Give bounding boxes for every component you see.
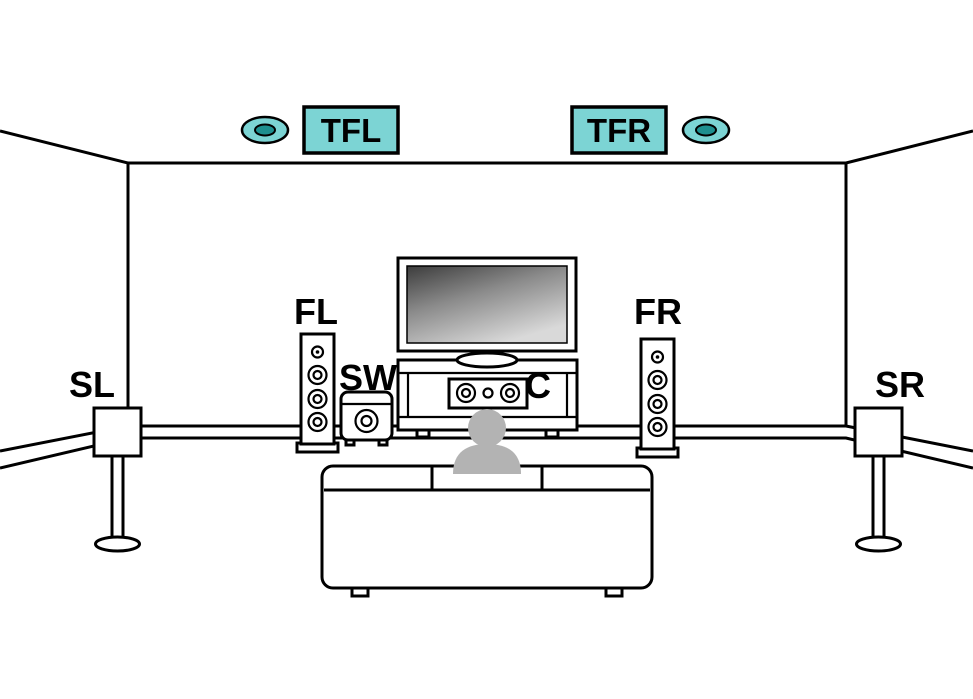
sl-label: SL [69, 364, 115, 405]
fr-woofer1-cone [652, 374, 663, 386]
fl-tweeter-dome [315, 350, 320, 354]
fr-label: FR [634, 291, 682, 332]
tv-base [455, 351, 519, 369]
center-speaker-body [447, 377, 529, 410]
ceiling-speaker-left-core [254, 123, 276, 137]
tv-screen [406, 265, 568, 344]
sr-stand-pole [871, 454, 886, 542]
fl-label: FL [294, 291, 338, 332]
fl-woofer1-cone [312, 369, 323, 381]
ceiling-speaker-right-core [695, 123, 717, 137]
fl-woofer2-cone [312, 393, 323, 405]
center-tweeter-icon [482, 387, 494, 399]
sr-label: SR [875, 364, 925, 405]
sr-stand-base [855, 535, 902, 553]
sw-driver-cone [360, 414, 373, 428]
center-woofer-right-icon [499, 382, 521, 404]
center-woofer-left-cone [460, 387, 472, 399]
surround-left-speaker [92, 406, 143, 553]
tfl-box [302, 105, 400, 155]
fr-woofer3-cone [652, 421, 663, 433]
fl-tweeter-icon [310, 345, 325, 359]
sl-stand-pole [110, 454, 125, 542]
c-label: C [525, 365, 551, 406]
fr-woofer3-icon [647, 416, 668, 438]
fl-woofer3-icon [307, 411, 328, 433]
fr-woofer2-icon [647, 393, 668, 415]
sl-stand-base [94, 535, 141, 553]
ceiling-speaker-right-icon [681, 115, 731, 145]
fl-woofer1-icon [307, 364, 328, 386]
fl-woofer2-icon [307, 388, 328, 410]
sr-body [853, 406, 904, 458]
cabinet-foot-right [544, 428, 560, 439]
center-woofer-right-cone [504, 387, 516, 399]
fr-woofer1-icon [647, 369, 668, 391]
tfl-label-box: TFL [302, 105, 400, 155]
center-woofer-left-icon [455, 382, 477, 404]
cabinet-foot-left [415, 428, 431, 439]
tv [396, 256, 578, 369]
sw-driver-icon [354, 408, 379, 434]
listener-torso [453, 444, 521, 474]
tfr-box [570, 105, 668, 155]
fr-woofer2-cone [652, 398, 663, 410]
center-speaker [447, 377, 529, 410]
fr-tweeter-dome [655, 355, 660, 359]
sl-body [92, 406, 143, 458]
front-left-speaker [295, 332, 340, 454]
listener [453, 409, 521, 474]
listener-head [468, 409, 506, 447]
surround-right-speaker [853, 406, 904, 553]
subwoofer [339, 390, 394, 447]
sw-label: SW [339, 357, 397, 398]
ceiling-speaker-left-icon [240, 115, 290, 145]
ceiling-edge [0, 129, 973, 165]
sofa [320, 464, 654, 598]
sofa-body [320, 464, 654, 590]
tfl-label: TFL [321, 112, 381, 149]
front-right-speaker [635, 337, 680, 459]
tfr-label-box: TFR [570, 105, 668, 155]
tfr-label: TFR [587, 112, 651, 149]
fl-woofer3-cone [312, 416, 323, 428]
fr-tweeter-icon [650, 350, 665, 364]
